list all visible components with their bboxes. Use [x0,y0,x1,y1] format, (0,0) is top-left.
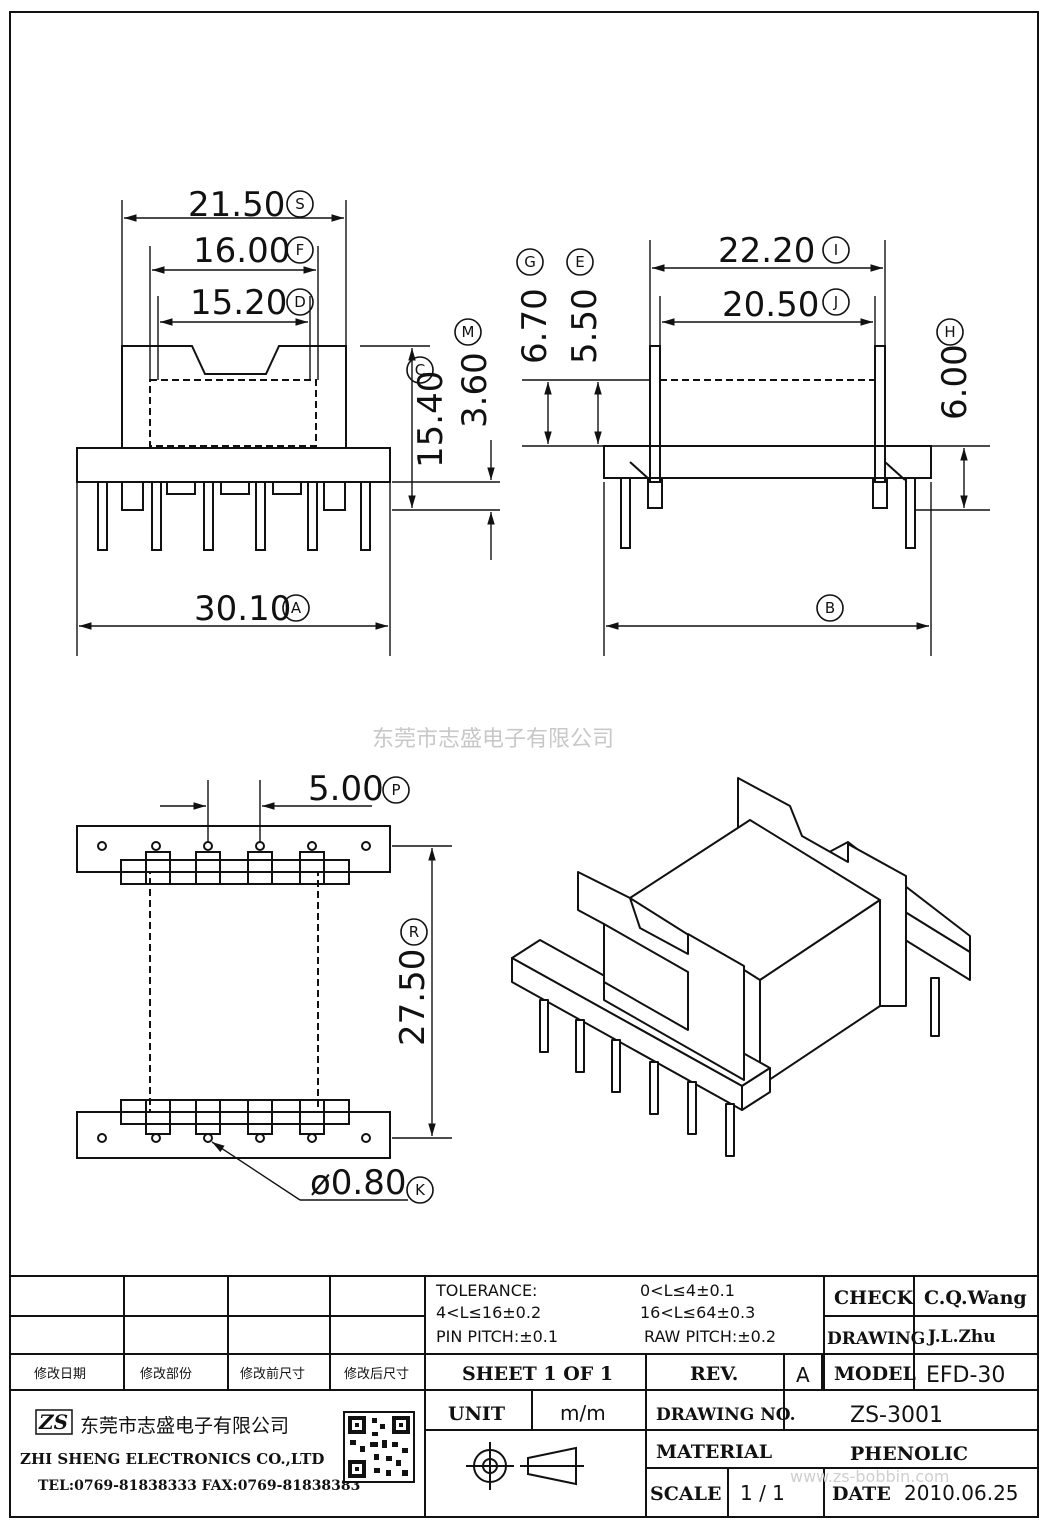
title-block-grid [10,1275,1038,1517]
dim-F-text: 16.00 [193,231,290,271]
side-view-dimension-lines [522,240,990,656]
model-value: EFD-30 [926,1363,1005,1388]
material-label: MATERIAL [656,1441,772,1463]
drawing-no-value: ZS-3001 [850,1403,943,1428]
dim-E-text: 5.50 [565,288,605,364]
tolerance-range-2: 4<L≤16±0.2 [436,1303,541,1322]
top-view-dimension-texts: 5.00 27.50 ø0.80 [308,769,433,1203]
svg-text:ZS: ZS [38,1410,68,1434]
unit-value: m/m [560,1401,606,1425]
front-view-dimension-lines [76,200,500,656]
front-view [76,345,391,551]
raw-pitch-tolerance: RAW PITCH:±0.2 [644,1327,776,1346]
company-name-en: ZHI SHENG ELECTRONICS CO.,LTD [20,1450,324,1468]
rev-header-after: 修改后尺寸 [344,1367,409,1382]
company-logo: ZS [35,1409,73,1435]
watermark-text: 东莞市志盛电子有限公司 [372,727,614,752]
projection-symbol-icon [466,1442,584,1490]
check-label: CHECK [834,1287,915,1309]
company-name-cn: 东莞市志盛电子有限公司 [80,1415,289,1437]
top-view [76,825,391,1159]
pin-pitch-tolerance: PIN PITCH:±0.1 [436,1327,558,1346]
company-contact: TEL:0769-81838333 FAX:0769-81838383 [38,1478,360,1494]
drawing-no-label: DRAWING NO. [656,1405,796,1425]
watermark-url: www.zs-bobbin.com [790,1467,949,1486]
scale-value: 1 / 1 [740,1481,785,1505]
drawing-label: DRAWING [827,1329,925,1349]
drawing-value: J.L.Zhu [926,1327,996,1347]
dim-J-text: 20.50 [722,285,819,325]
model-label: MODEL [834,1363,916,1385]
scale-label: SCALE [650,1483,721,1505]
tolerance-range-1: 0<L≤4±0.1 [640,1281,735,1300]
rev-header-date: 修改日期 [34,1367,86,1382]
side-view-dimension-texts: 22.20 20.50 6.70 5.50 6.00 [515,231,975,420]
front-view-dimension-texts: 21.50 16.00 15.20 30.10 15.40 3.60 [188,185,495,629]
rev-value: A [796,1363,810,1387]
dim-P-text: 5.00 [308,769,384,809]
tolerance-range-3: 16<L≤64±0.3 [640,1303,755,1322]
isometric-view [511,777,971,1157]
dim-K-text: ø0.80 [310,1163,407,1203]
rev-label: REV. [690,1363,738,1385]
material-value: PHENOLIC [850,1443,968,1465]
qr-code [343,1411,415,1483]
dim-S-text: 21.50 [188,185,285,225]
rev-header-part: 修改部份 [140,1367,192,1382]
dim-I-text: 22.20 [718,231,815,271]
dim-R-text: 27.50 [393,949,433,1046]
sheet-border [9,11,1039,1518]
tolerance-label: TOLERANCE: [435,1281,537,1300]
check-value: C.Q.Wang [924,1287,1027,1309]
dim-H-text: 6.00 [935,344,975,420]
side-view [603,345,932,549]
dim-A-text: 30.10 [194,589,291,629]
dim-D-text: 15.20 [190,283,287,323]
date-value: 2010.06.25 [904,1481,1019,1505]
dim-G-text: 6.70 [515,288,555,364]
top-view-dimension-lines [160,780,452,1201]
unit-label: UNIT [448,1403,505,1425]
rev-header-before: 修改前尺寸 [240,1366,305,1382]
date-label: DATE [832,1483,891,1505]
dim-C-text: 15.40 [411,371,451,468]
dim-M-text: 3.60 [455,352,495,428]
sheet-count: SHEET 1 OF 1 [462,1363,613,1385]
